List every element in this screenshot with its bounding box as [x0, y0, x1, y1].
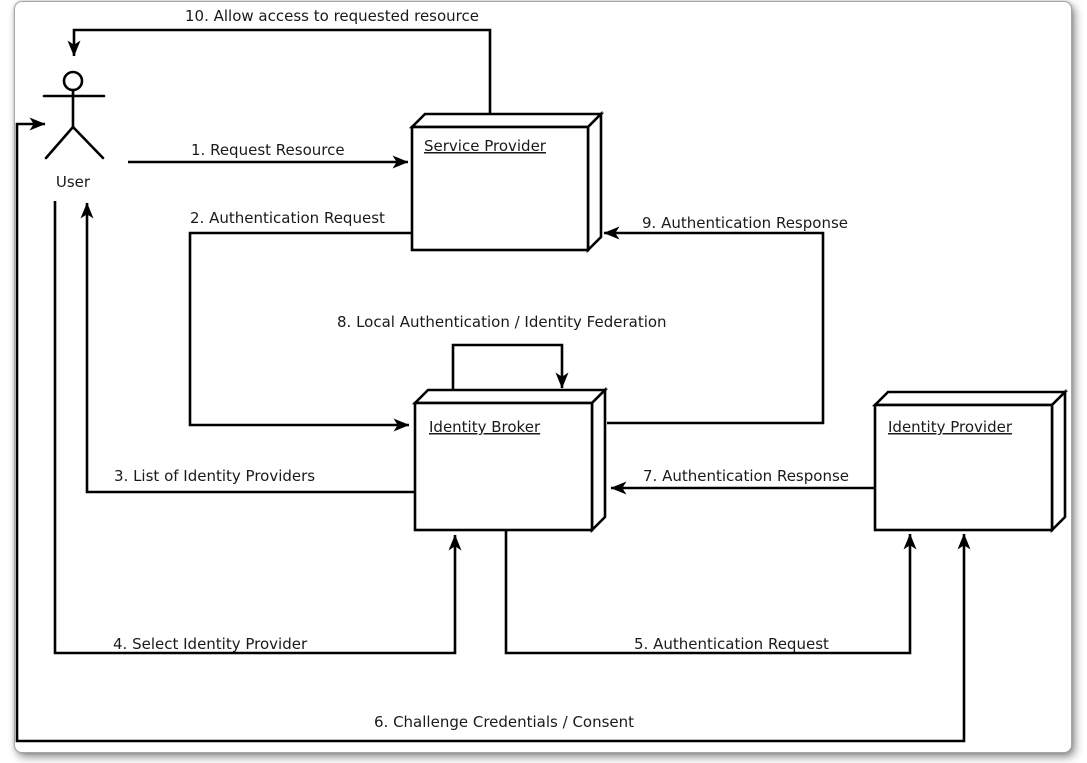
- identity-broker-side-face: [590, 386, 607, 534]
- flow-label-5: 5. Authentication Request: [634, 635, 829, 653]
- service-provider-front-face: [410, 125, 590, 252]
- user-head: [62, 70, 84, 92]
- service-provider-side-face: [586, 110, 603, 254]
- identity-provider-side-face: [1050, 388, 1067, 534]
- actor-user: User: [42, 70, 106, 191]
- flow-arrow-5-authentication-request: [504, 531, 917, 655]
- identity-provider-front-face: [873, 403, 1054, 532]
- service-provider-top-face: [408, 112, 605, 129]
- flow-label-9: 9. Authentication Response: [642, 214, 848, 232]
- node-identity-provider: Identity Provider: [871, 388, 1069, 534]
- node-identity-broker: Identity Broker: [411, 386, 609, 534]
- flow-label-7: 7. Authentication Response: [643, 467, 849, 485]
- flow-arrow-6-challenge-credentials-consent: [15, 117, 971, 743]
- flow-label-2: 2. Authentication Request: [190, 209, 385, 227]
- flow-label-6: 6. Challenge Credentials / Consent: [374, 713, 634, 731]
- flow-label-10: 10. Allow access to requested resource: [185, 7, 479, 25]
- user-leg-left: [44, 125, 75, 160]
- flow-label-1: 1. Request Resource: [191, 141, 345, 159]
- identity-broker-front-face: [413, 401, 594, 532]
- identity-broker-title: Identity Broker: [429, 418, 541, 436]
- flow-label-3: 3. List of Identity Providers: [114, 467, 315, 485]
- identity-provider-top-face: [871, 390, 1069, 407]
- flow-arrow-10-allow-access: [67, 28, 492, 114]
- flow-label-4: 4. Select Identity Provider: [113, 635, 308, 653]
- service-provider-title: Service Provider: [424, 137, 547, 155]
- flow-arrow-3-list-of-identity-providers: [80, 202, 415, 494]
- flow-arrow-4-select-identity-provider: [53, 201, 462, 655]
- flow-arrows: [15, 28, 971, 743]
- flow-arrow-8-local-authentication-loop: [451, 343, 569, 394]
- identity-broker-top-face: [411, 388, 609, 405]
- user-leg-right: [71, 125, 105, 160]
- node-service-provider: Service Provider: [408, 110, 605, 254]
- flow-arrow-9-authentication-response: [603, 226, 825, 425]
- user-label: User: [56, 173, 91, 191]
- flow-label-8: 8. Local Authentication / Identity Feder…: [337, 313, 667, 331]
- flow-labels: 1. Request Resource 2. Authentication Re…: [113, 7, 849, 731]
- identity-provider-title: Identity Provider: [888, 418, 1013, 436]
